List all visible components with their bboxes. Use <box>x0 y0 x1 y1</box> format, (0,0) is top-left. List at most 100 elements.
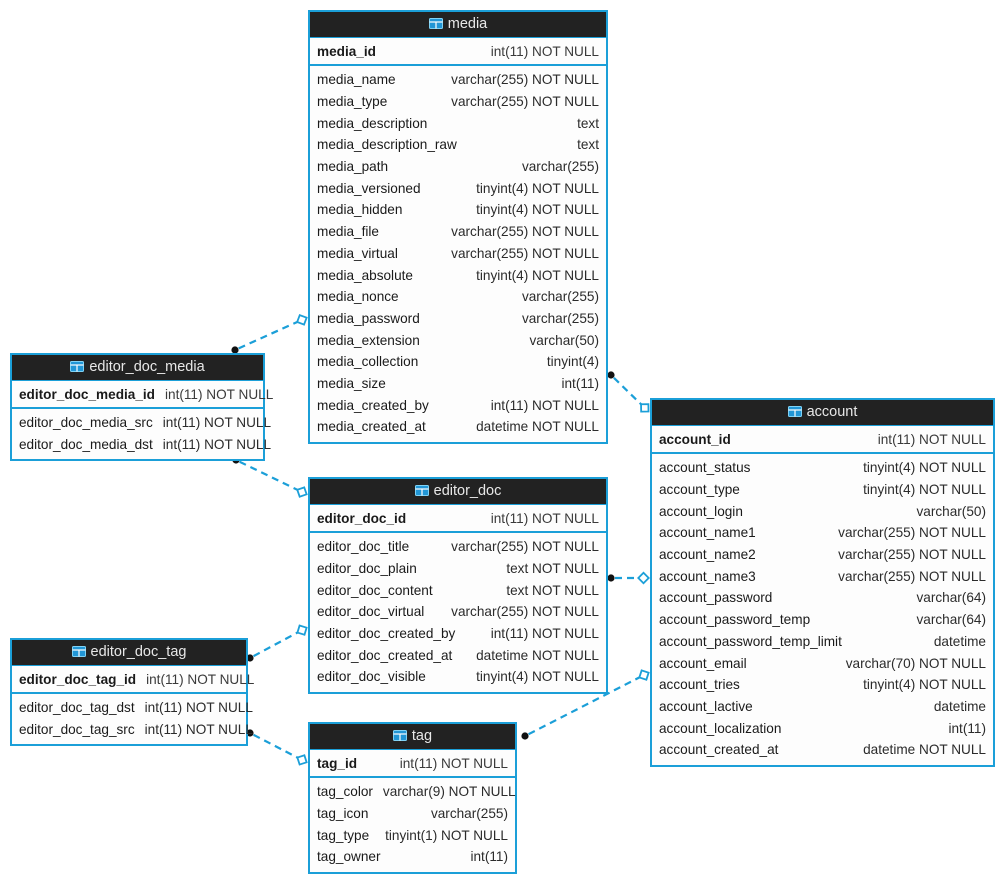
column-name: media_absolute <box>317 267 413 283</box>
table-header-editor_doc_tag[interactable]: editor_doc_tag <box>12 640 246 665</box>
table-header-tag[interactable]: tag <box>310 724 515 749</box>
column-type: int(11) NOT NULL <box>490 510 599 526</box>
column-type: int(11) NOT NULL <box>164 386 274 402</box>
column-type: tinyint(4) <box>546 354 599 370</box>
column-type: varchar(255) NOT NULL <box>451 94 599 110</box>
relationship-line <box>253 733 299 759</box>
column-name: media_created_at <box>317 419 426 435</box>
column-name: media_path <box>317 159 389 175</box>
column-type: text NOT NULL <box>506 582 599 598</box>
rel-editor-doc-tag-to-editor-doc[interactable] <box>246 624 308 662</box>
primary-key-row-media[interactable]: media_id int(11) NOT NULL <box>310 37 606 66</box>
table-header-editor_doc[interactable]: editor_doc <box>310 479 606 504</box>
table-row[interactable]: media_path varchar(255) <box>310 156 606 178</box>
column-name: media_id <box>317 43 376 59</box>
column-name: account_password <box>659 590 773 606</box>
column-name: media_size <box>317 375 386 391</box>
rel-media-to-account[interactable] <box>607 371 650 413</box>
rel-editor-doc-media-to-editor-doc[interactable] <box>232 456 308 498</box>
rel-editor-doc-media-to-media[interactable] <box>231 313 308 354</box>
table-header-account[interactable]: account <box>652 400 993 425</box>
column-type: tinyint(4) NOT NULL <box>863 677 986 693</box>
rel-editor-doc-tag-to-tag[interactable] <box>246 729 308 766</box>
column-type: int(11) NOT NULL <box>490 43 599 59</box>
column-name: media_nonce <box>317 289 399 305</box>
column-type: tinyint(4) NOT NULL <box>476 669 599 685</box>
column-name: editor_doc_tag_id <box>19 671 137 687</box>
rel-editor-doc-to-account[interactable] <box>607 571 650 585</box>
table-header-media[interactable]: media <box>310 12 606 37</box>
column-type: varchar(255) <box>521 159 599 175</box>
column-name: editor_doc_created_at <box>317 647 453 663</box>
column-name: account_password_temp <box>659 612 811 628</box>
relationship-source-dot <box>607 371 615 379</box>
column-type: int(11) <box>948 720 986 736</box>
column-type: tinyint(4) NOT NULL <box>863 482 986 498</box>
table-row[interactable]: media_collection tinyint(4) <box>310 351 606 373</box>
table-row[interactable]: media_size int(11) <box>310 373 606 395</box>
column-type: text <box>577 115 599 131</box>
column-type: varchar(50) <box>916 503 986 519</box>
column-type: int(11) <box>561 375 599 391</box>
column-name: editor_doc_tag_dst <box>19 700 135 716</box>
table-header-editor_doc_media[interactable]: editor_doc_media <box>12 355 263 380</box>
column-name: media_collection <box>317 354 419 370</box>
column-type: varchar(255) NOT NULL <box>838 525 986 541</box>
